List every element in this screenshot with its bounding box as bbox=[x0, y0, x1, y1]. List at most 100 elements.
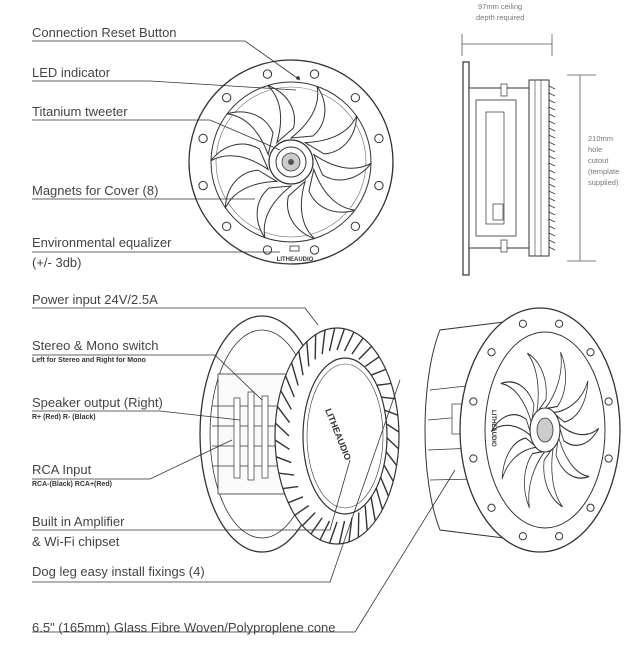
label-stereo-mono: Stereo & Mono switch bbox=[32, 338, 159, 353]
heatsink-fin bbox=[274, 422, 290, 437]
cover-magnet bbox=[487, 503, 496, 512]
side-fin bbox=[548, 92, 556, 97]
heatsink-fin bbox=[310, 517, 323, 535]
heatsink-fin bbox=[375, 486, 384, 510]
side-fin bbox=[548, 183, 556, 188]
heatsink-fin bbox=[364, 356, 380, 368]
label-connection-reset: Connection Reset Button bbox=[32, 25, 177, 40]
cover-magnet bbox=[604, 454, 613, 463]
side-fin bbox=[548, 106, 556, 111]
grille-blade bbox=[256, 185, 293, 239]
heatsink-fins bbox=[274, 327, 400, 545]
grille-blade bbox=[555, 434, 590, 479]
cover-magnet bbox=[350, 221, 361, 232]
cover-magnet bbox=[586, 503, 595, 512]
cover-magnet bbox=[374, 133, 384, 144]
label-speaker-output: Speaker output (Right) bbox=[32, 395, 163, 410]
side-fin bbox=[548, 127, 556, 132]
heatsink-fin bbox=[338, 520, 346, 545]
cover-magnet bbox=[374, 180, 384, 191]
side-fin bbox=[548, 211, 556, 216]
callout-lines bbox=[32, 40, 456, 633]
cover-magnet bbox=[262, 245, 273, 255]
heatsink-fin bbox=[348, 517, 353, 543]
grille-blade bbox=[527, 352, 547, 415]
cover-magnet bbox=[198, 133, 208, 144]
grille-blade bbox=[289, 85, 326, 139]
heatsink-fin bbox=[375, 382, 392, 387]
brand-logo-side: LITHEAUDIO bbox=[490, 410, 496, 447]
grille-blade bbox=[312, 153, 372, 181]
hole-label-line3: cutout bbox=[588, 156, 609, 165]
cover-magnet bbox=[469, 454, 478, 463]
grille-blade bbox=[501, 437, 539, 480]
label-magnets: Magnets for Cover (8) bbox=[32, 183, 159, 198]
cover-magnet bbox=[262, 69, 273, 79]
cover-magnet bbox=[487, 348, 496, 357]
cover-magnet bbox=[309, 69, 320, 79]
side-fin bbox=[548, 218, 556, 223]
side-fin bbox=[548, 176, 556, 181]
heatsink-fin bbox=[319, 520, 331, 541]
label-cone: 6.5" (165mm) Glass Fibre Woven/Polypropl… bbox=[32, 620, 336, 635]
side-fin bbox=[548, 232, 556, 237]
label-rca-input: RCA Input bbox=[32, 462, 92, 477]
heatsink-fin bbox=[301, 512, 316, 527]
heatsink-fin bbox=[379, 474, 390, 497]
speaker-rear-3d-view: LITHEAUDIO bbox=[199, 315, 400, 553]
grille-blade bbox=[524, 450, 547, 509]
label-amplifier: Built in Amplifier bbox=[32, 514, 125, 529]
hole-label-line1: 210mm bbox=[588, 134, 614, 143]
side-fin bbox=[548, 204, 556, 209]
heatsink-fin bbox=[280, 390, 292, 410]
cover-magnet bbox=[221, 221, 232, 232]
cover-magnet bbox=[469, 397, 478, 406]
grille-blade bbox=[210, 143, 270, 171]
heatsink-fin bbox=[351, 337, 364, 355]
grille-blade bbox=[543, 351, 566, 410]
heatsink-fin bbox=[294, 504, 310, 516]
side-fin bbox=[548, 190, 556, 195]
label-dog-leg-fixings: Dog leg easy install fixings (4) bbox=[32, 564, 205, 579]
depth-label-line2: depth required bbox=[476, 13, 525, 22]
label-power-input: Power input 24V/2.5A bbox=[32, 292, 158, 307]
heatsink-fin bbox=[370, 496, 376, 522]
side-fin bbox=[548, 141, 556, 146]
grille-blade bbox=[308, 167, 356, 213]
hole-label-line2: hole bbox=[588, 145, 603, 154]
grille-blade bbox=[267, 84, 295, 145]
heatsink-fin bbox=[364, 505, 368, 531]
heatsink-fin bbox=[358, 345, 373, 360]
cover-magnets bbox=[198, 69, 384, 255]
heatsink-fin bbox=[336, 328, 346, 351]
label-wifi-chipset: & Wi-Fi chipset bbox=[32, 534, 120, 549]
cover-magnet bbox=[309, 245, 320, 255]
side-fin bbox=[548, 246, 556, 251]
grille-blade bbox=[287, 179, 315, 240]
cover-magnet bbox=[221, 92, 232, 103]
speaker-front-view: LITHEAUDIO bbox=[188, 59, 394, 265]
dimension-lines bbox=[461, 34, 596, 262]
heatsink-fin bbox=[287, 496, 304, 504]
tweeter-grille-blades bbox=[210, 84, 372, 240]
heatsink-fin bbox=[284, 375, 295, 398]
heatsink-fin bbox=[282, 485, 299, 490]
speaker-front-3d-view: LITHEAUDIO bbox=[424, 307, 621, 553]
heatsink-fin bbox=[274, 439, 290, 451]
front-3d-grille-blades bbox=[490, 351, 600, 509]
heatsink-fin bbox=[379, 396, 396, 400]
label-equalizer-range: (+/- 3db) bbox=[32, 255, 82, 270]
label-speaker-output-sub: R+ (Red) R- (Black) bbox=[32, 414, 96, 421]
cover-magnet bbox=[350, 92, 361, 103]
heatsink-fin bbox=[278, 472, 295, 476]
heatsink-fin bbox=[328, 327, 336, 352]
cover-magnet bbox=[518, 532, 527, 541]
cover-magnet bbox=[586, 348, 595, 357]
brand-logo-front: LITHEAUDIO bbox=[277, 257, 314, 263]
side-fin bbox=[548, 99, 556, 104]
grille-blade bbox=[551, 380, 589, 423]
speaker-side-view bbox=[462, 61, 556, 276]
grille-blade bbox=[490, 414, 533, 439]
grille-blade bbox=[500, 381, 535, 426]
side-fin bbox=[548, 155, 556, 160]
